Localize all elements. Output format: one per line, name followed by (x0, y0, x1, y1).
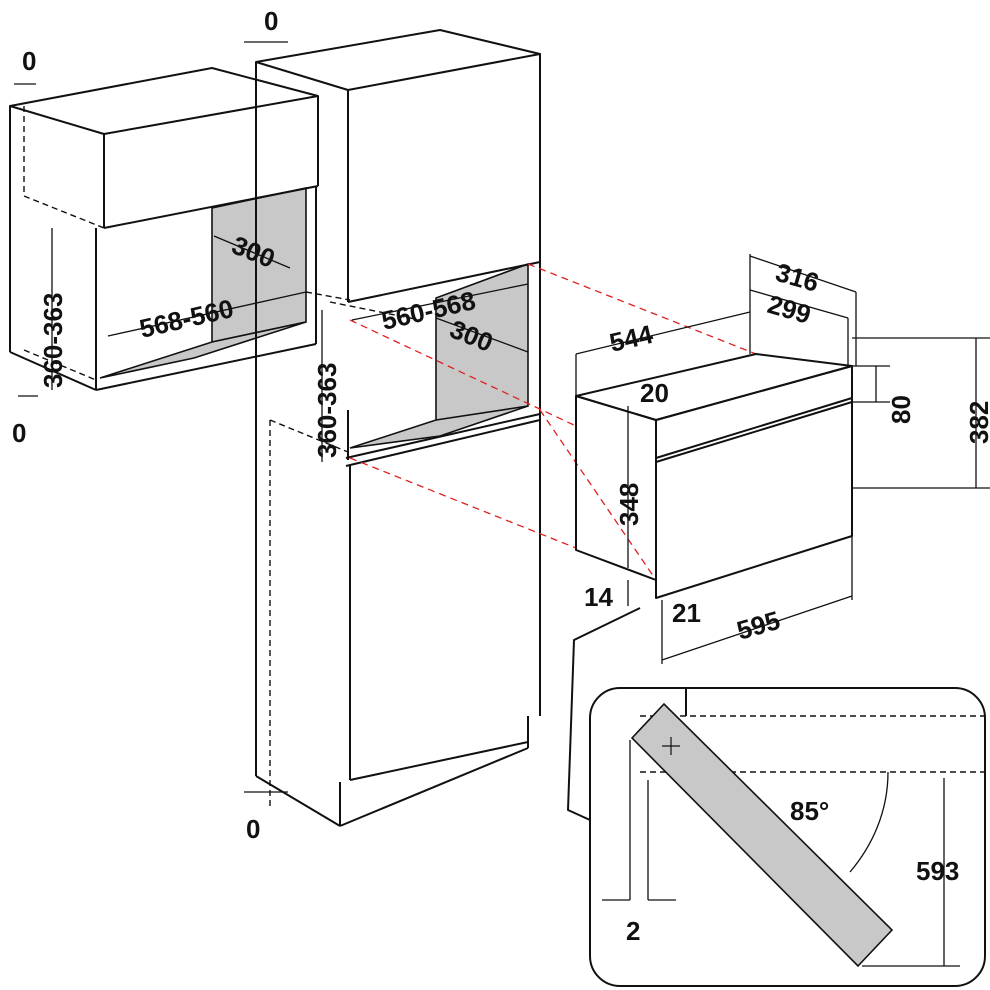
wall-cabinet (9, 67, 351, 391)
tall-height-label: 360-363 (312, 363, 342, 458)
oven-front-width-label: 595 (733, 605, 783, 646)
oven-top-gap-label: 20 (640, 378, 669, 408)
tall-cabinet-floor (349, 405, 529, 449)
oven-door-section (630, 702, 894, 968)
oven-body-height-label: 348 (614, 483, 644, 526)
oven-front-height-label: 382 (964, 401, 990, 444)
detail-angle-label: 85° (790, 796, 829, 826)
oven-body-width-label: 544 (607, 319, 657, 358)
oven-front-thickness-label: 21 (672, 598, 701, 628)
left-top-gap-label: 0 (22, 46, 36, 76)
alignment-guides (349, 263, 757, 581)
left-bottom-gap-label: 0 (12, 418, 26, 448)
tall-cabinet (255, 29, 541, 827)
detail-height-label: 593 (916, 856, 959, 886)
detail-callout (567, 607, 986, 987)
wall-cabinet-floor (99, 321, 307, 379)
dimension-lines (14, 41, 990, 793)
left-height-label: 360-363 (38, 293, 68, 388)
plus-icon (662, 737, 680, 755)
oven-bottom-offset-label: 14 (584, 582, 613, 612)
oven (575, 353, 853, 599)
tall-top-gap-label: 0 (264, 6, 278, 36)
oven-panel-height-label: 80 (886, 395, 916, 424)
tall-bottom-gap-label: 0 (246, 814, 260, 844)
detail-gap-label: 2 (626, 916, 640, 946)
dimension-labels: 0 0 360-363 300 568-560 0 0 360-363 560-… (12, 6, 990, 946)
